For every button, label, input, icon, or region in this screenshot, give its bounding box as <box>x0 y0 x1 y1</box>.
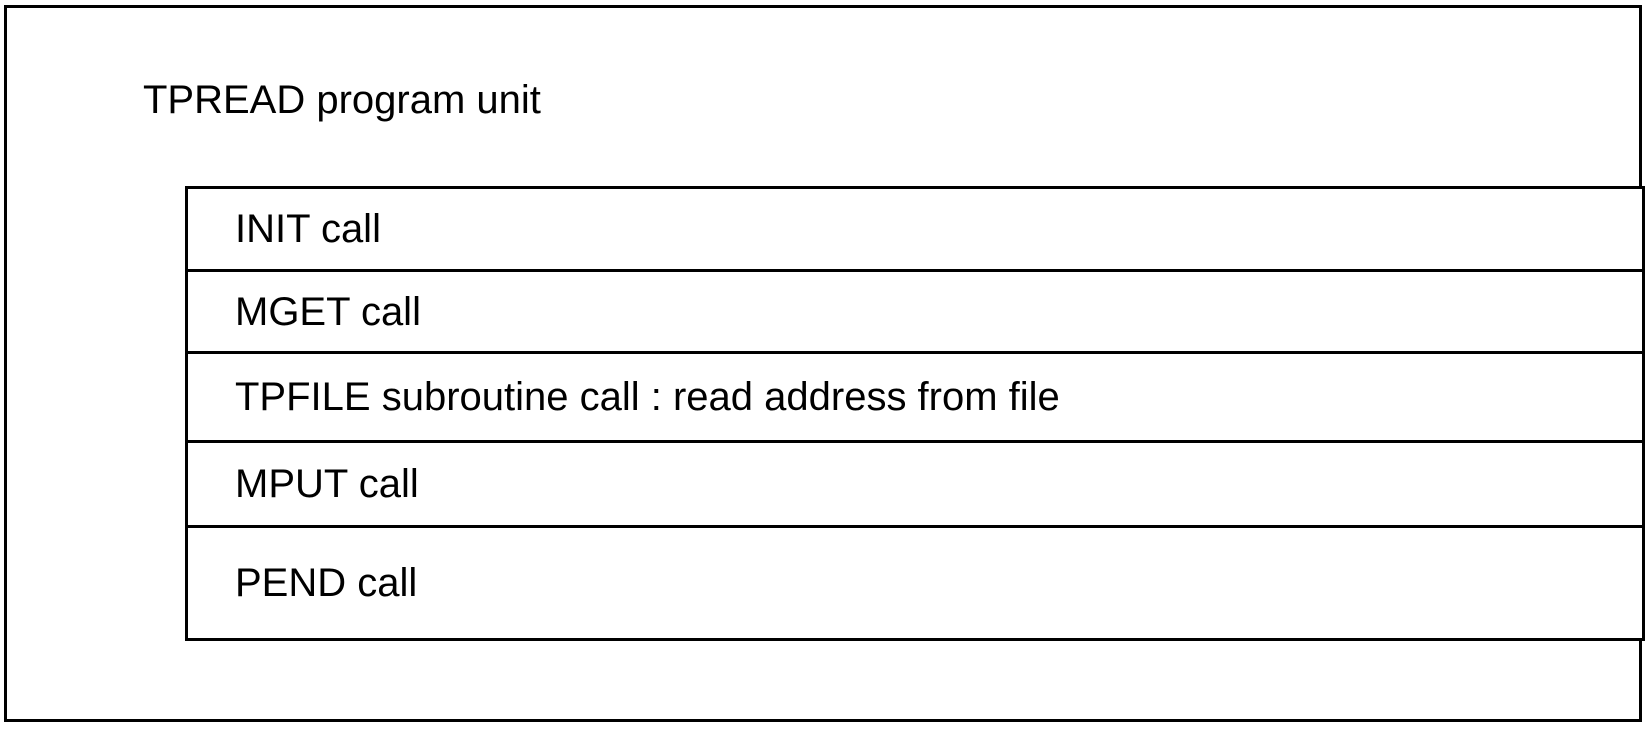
call-row-label: MPUT call <box>235 462 419 506</box>
call-row: INIT call <box>188 189 1642 272</box>
call-row-label: TPFILE subroutine call : read address fr… <box>235 375 1060 419</box>
call-row-label: MGET call <box>235 289 421 334</box>
call-row-label: INIT call <box>235 207 381 251</box>
call-row: MGET call <box>188 272 1642 354</box>
call-row: MPUT call <box>188 443 1642 528</box>
call-sequence-list: INIT call MGET call TPFILE subroutine ca… <box>185 186 1645 641</box>
call-row: TPFILE subroutine call : read address fr… <box>188 354 1642 443</box>
program-unit-title: TPREAD program unit <box>143 78 541 122</box>
call-row: PEND call <box>188 528 1642 638</box>
tpread-program-unit-box: TPREAD program unit INIT call MGET call … <box>4 5 1645 722</box>
call-row-label: PEND call <box>235 561 418 605</box>
